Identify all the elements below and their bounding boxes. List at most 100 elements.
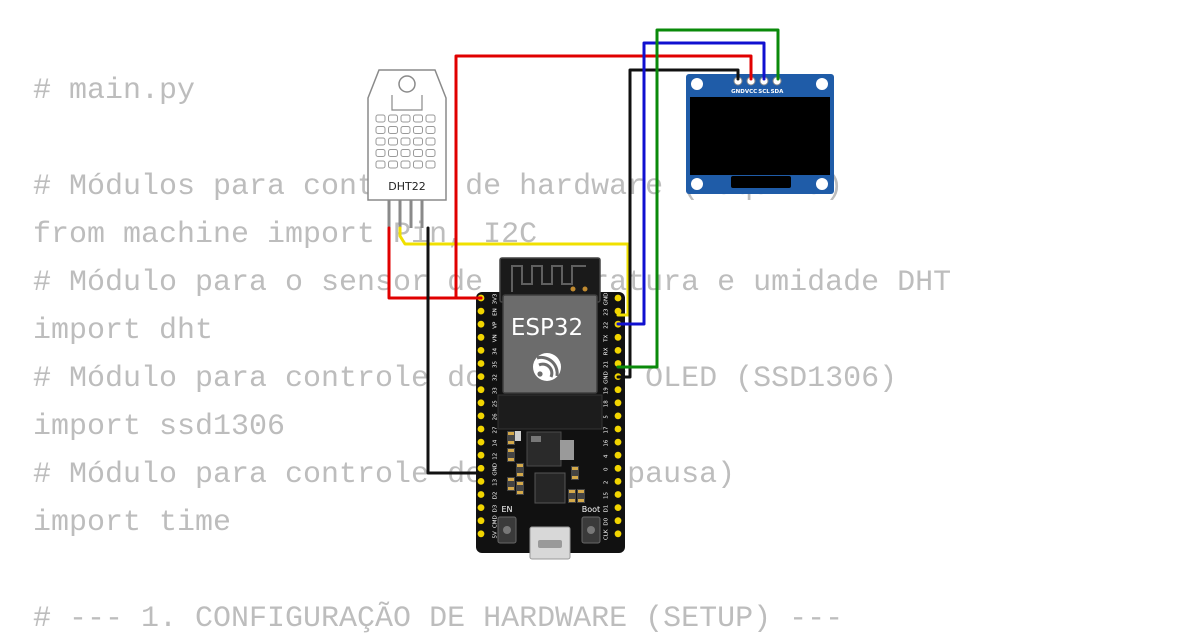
esp32-pin-label: CMD	[493, 515, 499, 528]
esp32-pin-pad	[614, 425, 622, 433]
esp32-pin-label: 17	[604, 426, 610, 433]
esp32-pin-label: GND	[604, 293, 610, 306]
esp32-pin-label: 25	[493, 400, 499, 407]
wire-oled-vcc[interactable]	[454, 54, 753, 300]
esp32-pin-label: D3	[493, 504, 499, 512]
esp32-regulator	[526, 431, 562, 467]
esp32-pin-pad	[614, 294, 622, 302]
oled-pin-label: SCL	[758, 89, 770, 95]
code-line: # main.py	[33, 74, 196, 108]
esp32-pin-label: 15	[604, 492, 610, 499]
esp32-pin-pad	[477, 517, 485, 525]
en-button-label: EN	[501, 505, 512, 514]
esp32-pin-pad	[477, 373, 485, 380]
en-button[interactable]	[497, 516, 517, 544]
esp32-pin-pad	[614, 333, 622, 341]
esp32-pin-pad	[477, 504, 485, 511]
oled-pin-label: SDA	[771, 89, 785, 95]
esp32-pin-pad	[614, 399, 622, 407]
boot-button-label: Boot	[582, 505, 600, 514]
esp32-pin-pad	[477, 530, 485, 538]
esp32-smd-components	[507, 431, 585, 504]
esp32-smd-dot	[570, 286, 576, 292]
esp32-pin-label: 19	[604, 387, 610, 394]
esp32-pin-pad	[614, 438, 622, 446]
esp32-pin-label: VP	[493, 321, 499, 329]
esp32-pin-label: 2	[604, 481, 610, 485]
oled-mount-hole	[816, 78, 828, 90]
esp32-pin-pad	[477, 464, 485, 472]
esp32-pin-pad	[477, 347, 485, 354]
esp32-pin-pad	[614, 412, 622, 420]
esp32-pin-pad	[477, 360, 485, 367]
esp32-module-shield	[502, 294, 598, 394]
oled-screen	[690, 97, 830, 175]
esp32-pin-pad	[477, 412, 485, 420]
esp32-pin-pad	[614, 360, 622, 367]
oled-pin-label: GND	[731, 89, 745, 95]
esp32-pin-pad	[614, 347, 622, 354]
esp32-pin-label: 5V	[493, 531, 499, 538]
esp32-pin-label: D1	[604, 505, 610, 513]
esp32-label: ESP32	[511, 315, 583, 341]
esp32-pin-pad	[477, 320, 485, 328]
esp32-pin-label: 18	[604, 400, 610, 407]
esp32-pin-pad	[477, 386, 485, 394]
esp32-pin-pad	[614, 307, 622, 315]
esp32-board[interactable]: ESP32	[476, 257, 625, 560]
esp32-pin-pad	[614, 386, 622, 394]
esp32-pin-label: D0	[604, 517, 610, 525]
esp32-pin-label: 0	[604, 467, 610, 471]
esp32-pin-pad	[477, 478, 485, 485]
esp32-pin-pad	[614, 504, 622, 511]
esp32-pin-label: GND	[604, 371, 610, 384]
esp32-pin-pad	[477, 491, 485, 498]
wire-oled-scl[interactable]	[616, 41, 766, 326]
esp32-pin-pad	[477, 399, 485, 407]
esp32-pin-label: 16	[604, 439, 610, 446]
esp32-pin-label: VN	[493, 334, 499, 342]
esp32-pin-label: 34	[493, 347, 499, 354]
esp32-pin-label: EN	[493, 308, 499, 316]
esp32-pin-label: 32	[493, 374, 499, 381]
dht22-vent-notch	[391, 95, 423, 111]
esp32-pin-label: 26	[493, 413, 499, 420]
esp32-pin-pad	[477, 451, 485, 459]
esp32-smd-dot	[582, 286, 588, 292]
esp32-pin-pad	[614, 530, 622, 538]
usb-port[interactable]	[529, 526, 571, 560]
oled-pin-label: VCC	[745, 89, 757, 95]
esp32-pin-label: 22	[604, 322, 610, 329]
esp32-pin-label: 14	[493, 439, 499, 446]
esp32-pin-pad	[614, 491, 622, 498]
esp32-antenna-trace	[511, 265, 586, 292]
dht22-vent-grid	[375, 114, 436, 169]
esp32-pin-label: GND	[493, 463, 499, 476]
esp32-pin-label: 4	[604, 454, 610, 458]
esp32-pin-label: 13	[493, 478, 499, 485]
esp32-pin-label: TX	[604, 335, 610, 343]
wire-oled-gnd[interactable]	[616, 68, 740, 379]
wire-oled-sda[interactable]	[616, 28, 780, 369]
dht22-mount-hole	[398, 75, 416, 93]
esp32-pin-pad	[477, 438, 485, 446]
wire-dht22-vcc[interactable]	[387, 226, 483, 300]
espressif-logo-icon	[533, 353, 561, 381]
code-line: from machine import Pin, I2C	[33, 218, 538, 252]
esp32-pin-pad	[477, 307, 485, 315]
esp32-left-pin-labels: 3V3ENVPVN343532332526271412GND13D2D3CMD5…	[493, 293, 499, 538]
esp32-pin-label: 35	[493, 361, 499, 368]
esp32-pin-pad	[614, 464, 622, 472]
esp32-pin-label: 5	[604, 415, 610, 419]
wire-dht22-data[interactable]	[398, 226, 630, 317]
esp32-pin-label: 23	[604, 308, 610, 315]
dht22-sensor[interactable]: DHT22	[367, 69, 447, 228]
wire-dht22-gnd[interactable]	[426, 226, 483, 475]
boot-button[interactable]	[581, 516, 601, 544]
esp32-pin-label: CLK	[604, 529, 610, 540]
esp32-module-base	[497, 394, 603, 430]
